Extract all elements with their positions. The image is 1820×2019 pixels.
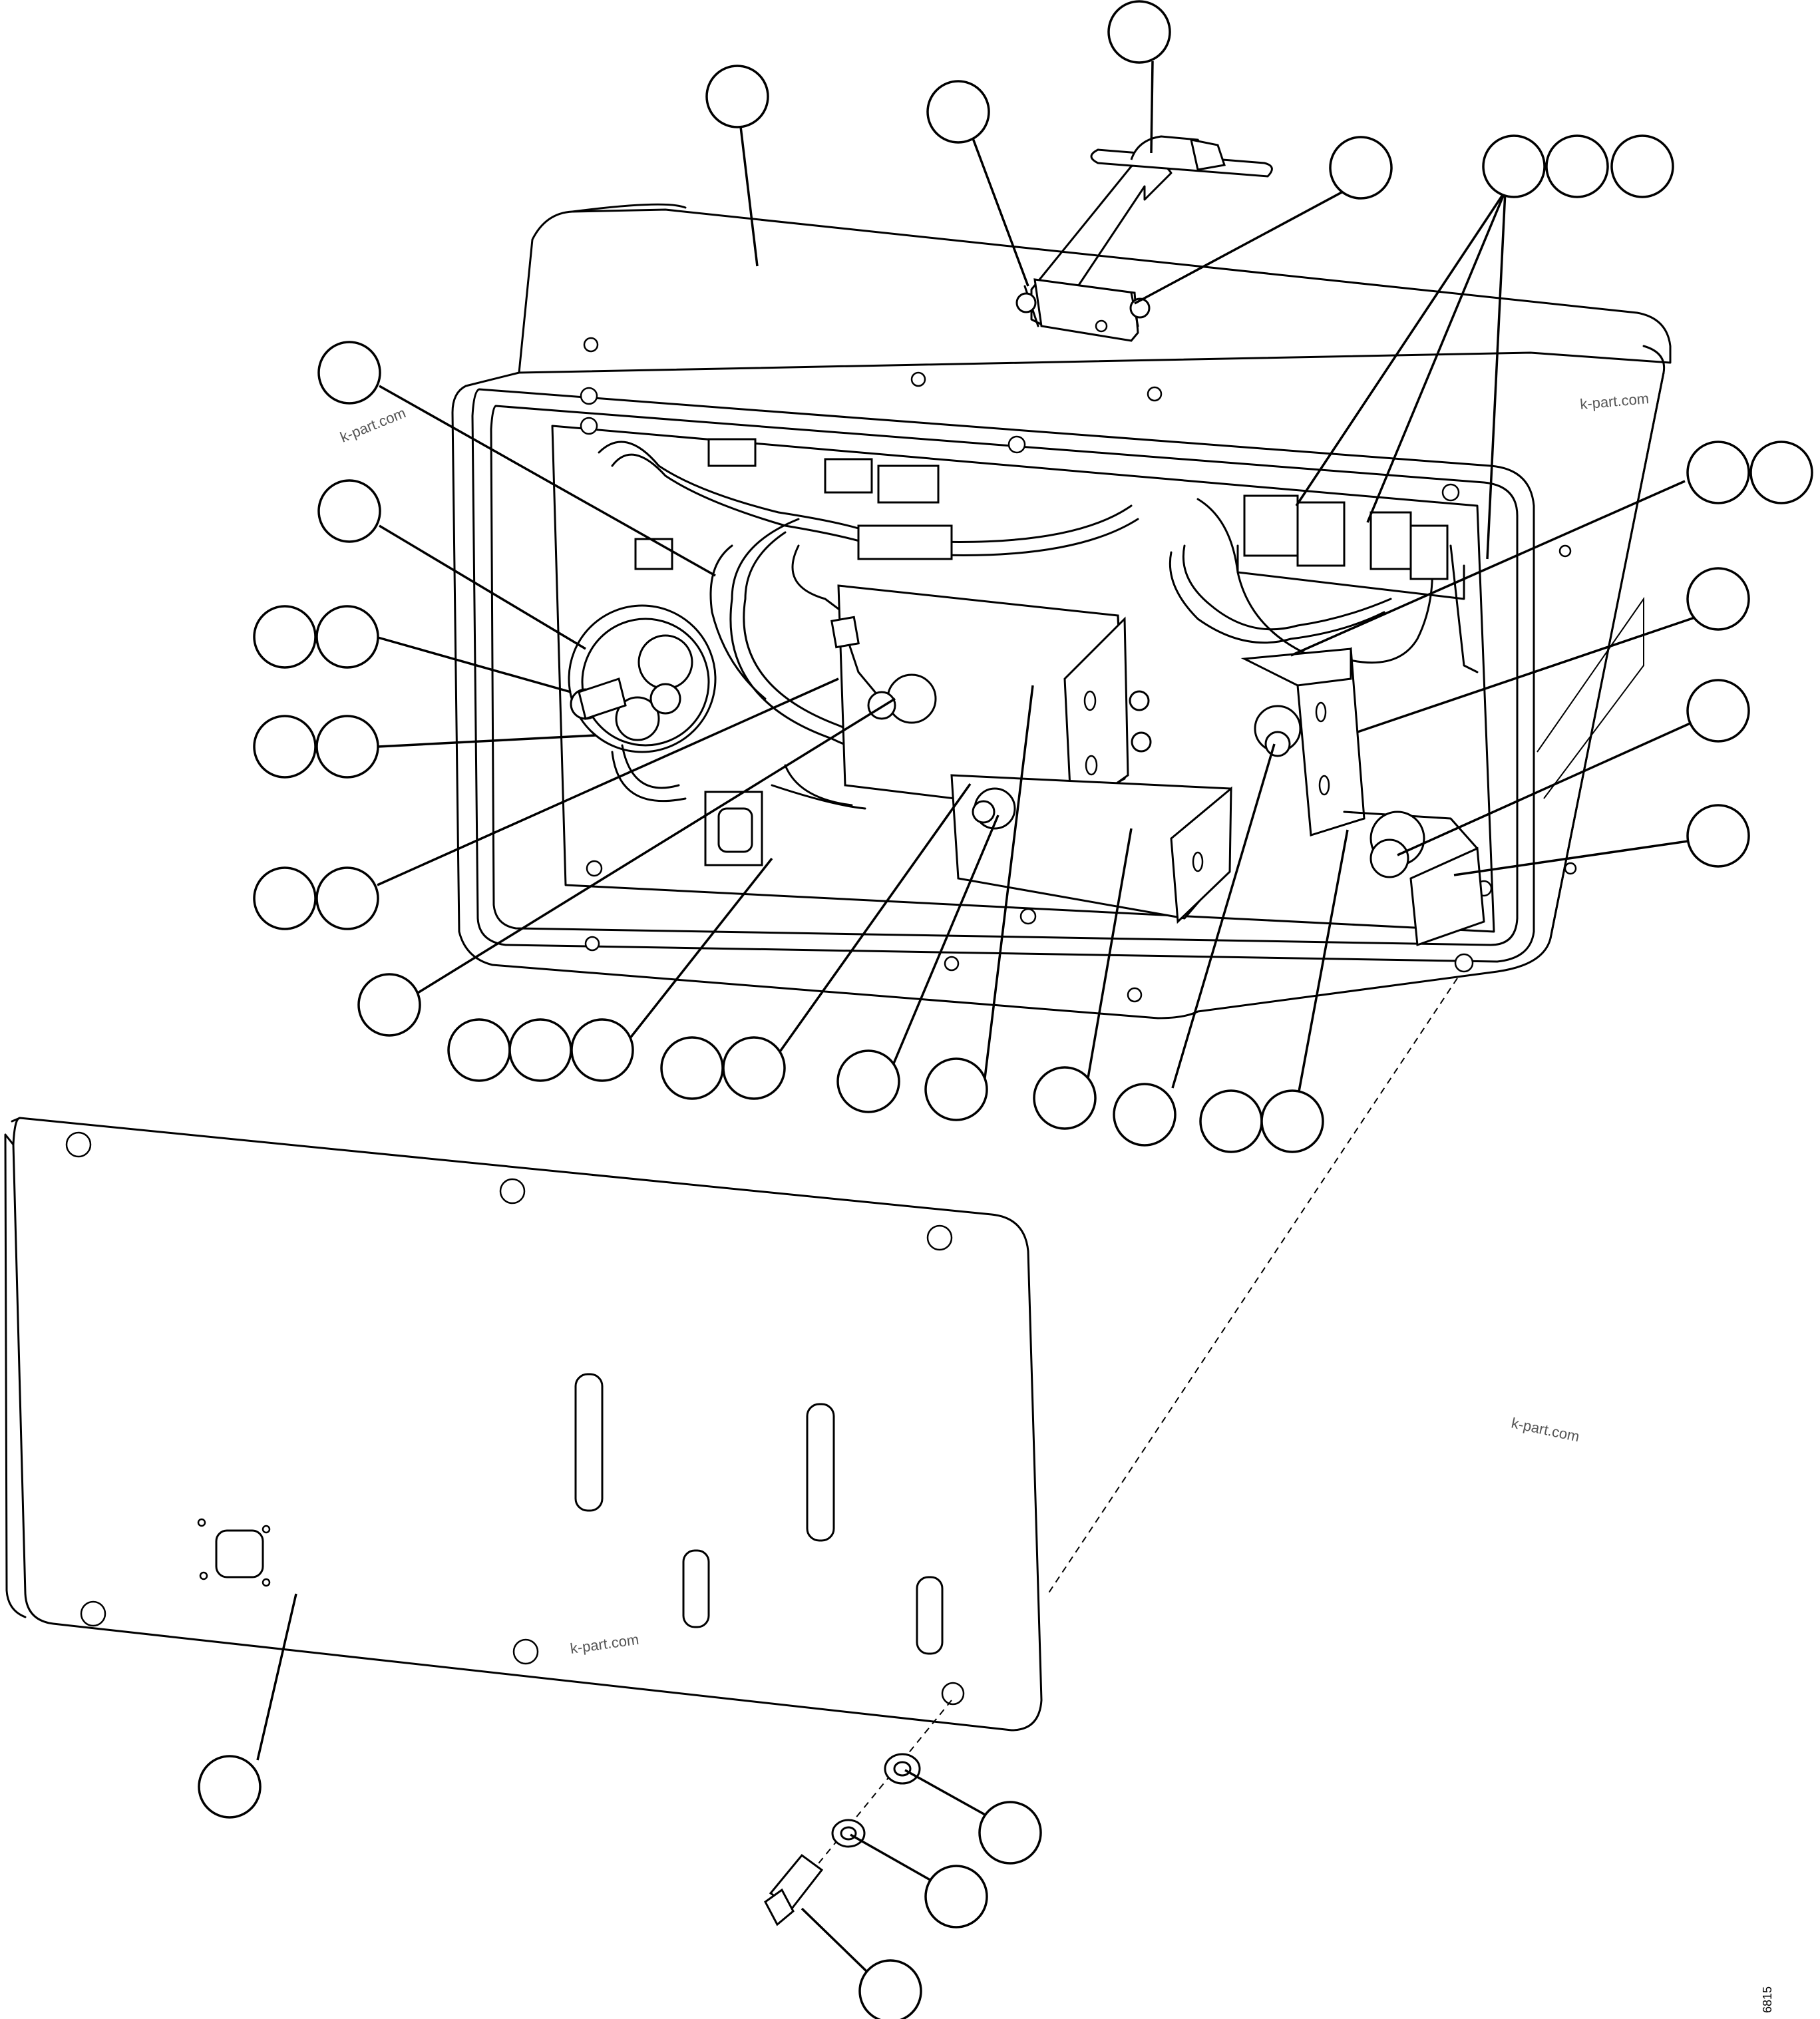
callout-balloon	[858, 1959, 922, 2019]
callout-balloon	[978, 1801, 1042, 1865]
cover-plate	[4, 1117, 1043, 1732]
callout-balloon	[836, 1049, 900, 1113]
callout-balloon	[315, 605, 379, 669]
callout-balloon	[924, 1865, 988, 1928]
callout-balloon	[253, 715, 317, 779]
callout-balloons	[198, 0, 1813, 2019]
callout-balloon	[705, 65, 769, 128]
callout-balloon	[508, 1018, 572, 1082]
callout-balloon	[1686, 567, 1750, 631]
callout-balloon	[357, 973, 421, 1037]
callout-balloon	[1033, 1066, 1097, 1130]
callout-balloon	[315, 715, 379, 779]
callout-balloon	[1482, 134, 1546, 198]
callout-balloon	[1686, 679, 1750, 743]
callout-balloon	[1329, 136, 1393, 200]
fastener-stack	[764, 978, 1458, 1927]
watermark-text: k-part.com	[1510, 1414, 1581, 1445]
callout-balloon	[1113, 1083, 1177, 1147]
callout-balloon	[1610, 134, 1674, 198]
leader-lines	[256, 61, 1721, 1994]
watermark-text: k-part.com	[338, 405, 409, 446]
callout-balloon	[317, 341, 381, 405]
callout-balloon	[447, 1018, 511, 1082]
callout-balloon	[660, 1036, 724, 1100]
callout-balloon	[1260, 1089, 1324, 1153]
callout-balloon	[1545, 134, 1609, 198]
callout-balloon	[722, 1036, 786, 1100]
callout-balloon	[1686, 441, 1750, 504]
callout-balloon	[570, 1018, 634, 1082]
callout-balloon	[253, 605, 317, 669]
drawing-code: 6815	[1761, 1986, 1774, 2013]
watermark-text: k-part.com	[569, 1631, 639, 1657]
watermark-text: k-part.com	[1579, 390, 1650, 413]
control-box	[451, 135, 1672, 1019]
callout-balloon	[1749, 441, 1813, 504]
callout-balloon	[1199, 1089, 1263, 1153]
callout-balloon	[1107, 0, 1171, 64]
callout-balloon	[1686, 804, 1750, 868]
callout-balloon	[317, 479, 381, 543]
callout-balloon	[253, 866, 317, 930]
callout-balloon	[926, 80, 990, 144]
callout-balloon	[198, 1755, 262, 1819]
callout-balloon	[315, 866, 379, 930]
callout-balloon	[924, 1057, 988, 1121]
